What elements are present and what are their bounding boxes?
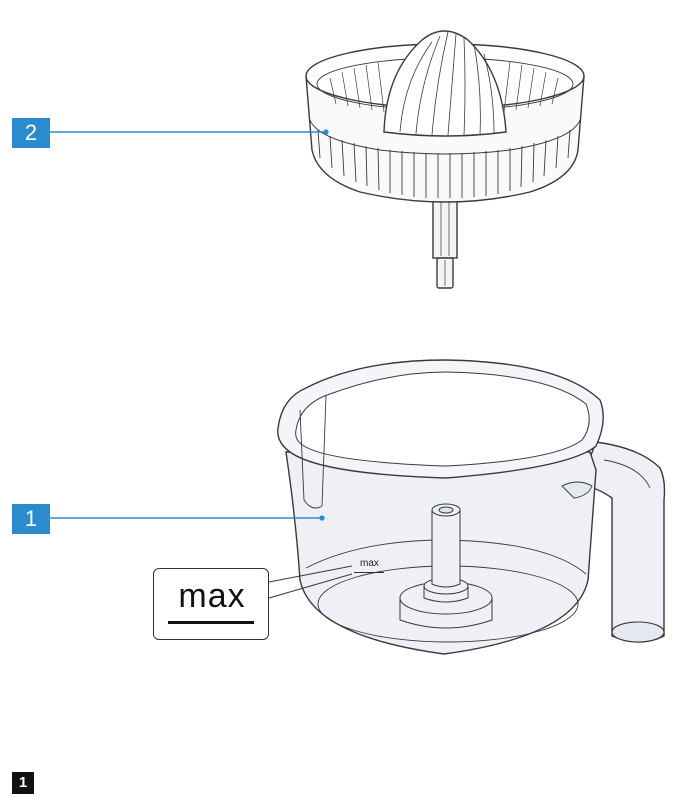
callout-1-number: 1 (14, 505, 48, 533)
max-detail-label: max (154, 577, 270, 616)
reamer-shaft (433, 198, 457, 258)
figure-marker: 1 (12, 772, 34, 794)
callout-2-number: 2 (14, 119, 48, 147)
callout-2-leader (50, 129, 329, 134)
max-level-mark-line (354, 572, 384, 573)
callout-1-leader (50, 515, 325, 520)
max-detail-underline (168, 621, 254, 624)
max-detail-box: max (153, 568, 269, 640)
juice-container-illustration (278, 360, 665, 654)
reamer-illustration (306, 31, 584, 288)
max-level-mark: max (360, 558, 379, 569)
